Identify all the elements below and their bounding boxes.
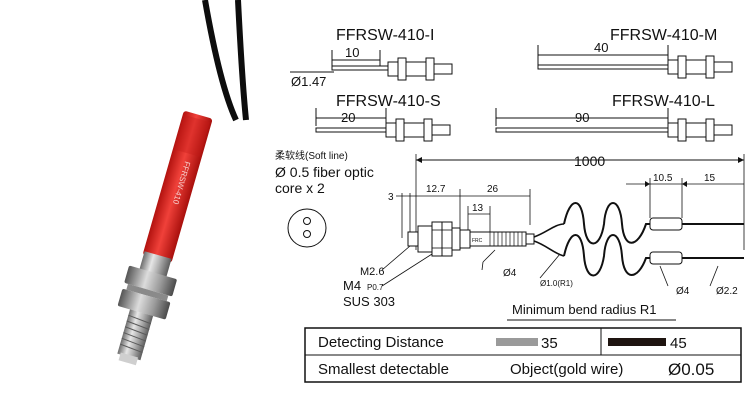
dim-total-length: 1000 [574,153,605,169]
dim-10-5: 10.5 [653,173,673,184]
fiber-cross-section [287,208,327,248]
model-l-length: 90 [575,110,589,125]
dim-phi2-2: Ø2.2 [716,286,738,297]
variant-s-drawing: FFRSW-410-S 20 [315,93,451,142]
spec-table: Detecting Distance 35 45 Smallest detect… [304,327,742,383]
material-label: SUS 303 [343,294,395,309]
model-s-length: 20 [341,110,355,125]
thread-m4: M4 [343,278,361,293]
washer [126,283,169,302]
model-s-name: FFRSW-410-S [336,93,441,110]
dim-12-7: 12.7 [426,184,446,195]
dim-phi1-r1: Ø1.0(R1) [540,279,573,288]
model-m-name: FFRSW-410-M [610,27,717,44]
dim-3: 3 [388,192,394,203]
dim-26: 26 [487,184,499,195]
detecting-distance-label: Detecting Distance [318,334,444,351]
fiber-core-line2: core x 2 [275,180,325,196]
dim-15: 15 [704,173,716,184]
fiber-core-line1: Ø 0.5 fiber optic [275,164,374,180]
model-i-length: 10 [345,45,359,60]
thread-m2-6: M2.6 [360,266,384,278]
smallest-detectable-object: Object(gold wire) [510,361,623,378]
variant-i-drawing: FFRSW-410-I 10 Ø1.47 [290,27,453,89]
model-i-name: FFRSW-410-I [336,27,434,44]
fiber-cable-right [235,0,249,121]
soft-line-note: 柔软线(Soft line) [275,149,348,162]
smallest-detectable-value: Ø0.05 [668,360,714,379]
dim-13: 13 [472,203,484,214]
bar-black-swatch [608,338,666,346]
threaded-tip [117,309,154,361]
sleeve-label: FRC [472,238,483,244]
fiber-cable-left [202,0,239,122]
sensor-tip [118,352,139,366]
model-m-length: 40 [594,40,608,55]
model-i-diameter: Ø1.47 [291,74,326,89]
model-l-name: FFRSW-410-L [612,93,715,110]
dim-phi4-end: Ø4 [676,286,690,297]
thread-pitch: P0.7 [367,283,384,292]
red-sleeve [143,111,213,263]
bar-gray-swatch [496,338,538,346]
bend-radius-note: Minimum bend radius R1 [512,302,657,317]
detecting-distance-b: 45 [670,335,687,352]
variant-m-drawing: FFRSW-410-M 40 [537,27,733,79]
main-drawing: 1000 3 12.7 26 13 FRC [343,153,745,321]
dim-phi4-body: Ø4 [503,268,517,279]
smallest-detectable-label: Smallest detectable [318,361,449,378]
detecting-distance-a: 35 [541,335,558,352]
hex-nut-lower [117,289,171,320]
sensor-photo: FFRSW-410 [117,0,249,366]
hex-nut-upper [124,265,177,297]
variant-l-drawing: FFRSW-410-L 90 [495,93,733,142]
lower-fiber-coil [563,234,652,277]
upper-fiber-coil [563,202,652,245]
